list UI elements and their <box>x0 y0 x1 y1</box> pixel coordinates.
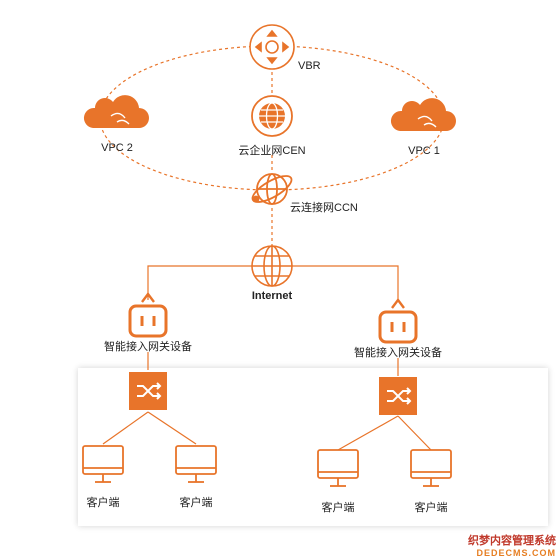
client-label: 客户端 <box>414 502 448 514</box>
monitor-icon <box>317 449 359 487</box>
link-internet-gateway-left <box>147 265 252 300</box>
vbr-label: VBR <box>298 60 321 72</box>
vpc1-label: VPC 1 <box>408 145 440 157</box>
compass-icon <box>249 24 295 70</box>
cloud-icon <box>390 98 456 131</box>
internet-label: Internet <box>251 290 293 302</box>
link-internet-gateway-right <box>292 265 399 300</box>
client-label: 客户端 <box>179 497 213 509</box>
globe-icon <box>251 245 293 287</box>
client-label: 客户端 <box>321 502 355 514</box>
switch-icon <box>129 372 167 410</box>
monitor-icon <box>175 445 217 483</box>
link-switch-right-client3 <box>337 415 399 451</box>
client-label: 客户端 <box>86 497 120 509</box>
cloud-icon <box>83 95 150 128</box>
watermark-title: 织梦内容管理系统 <box>468 535 556 547</box>
link-switch-right-client4 <box>397 415 432 451</box>
link-switch-left-client2 <box>147 411 197 445</box>
vpc2-label: VPC 2 <box>101 142 133 154</box>
monitor-icon <box>82 445 124 483</box>
watermark-domain: DEDECMS.COM <box>476 548 556 558</box>
ccn-label: 云连接网CCN <box>290 202 358 214</box>
gateway-device-icon <box>378 298 418 344</box>
globe-icon <box>251 95 293 137</box>
gateway-device-icon <box>128 292 168 338</box>
monitor-icon <box>410 449 452 487</box>
gateway-right-label: 智能接入网关设备 <box>354 347 442 359</box>
watermark: 织梦内容管理系统 DEDECMS.COM <box>444 532 556 558</box>
globe-orbit-icon <box>251 173 293 205</box>
link-switch-left-client1 <box>102 411 149 445</box>
switch-icon <box>379 377 417 415</box>
cen-label: 云企业网CEN <box>238 145 306 157</box>
gateway-left-label: 智能接入网关设备 <box>104 341 192 353</box>
